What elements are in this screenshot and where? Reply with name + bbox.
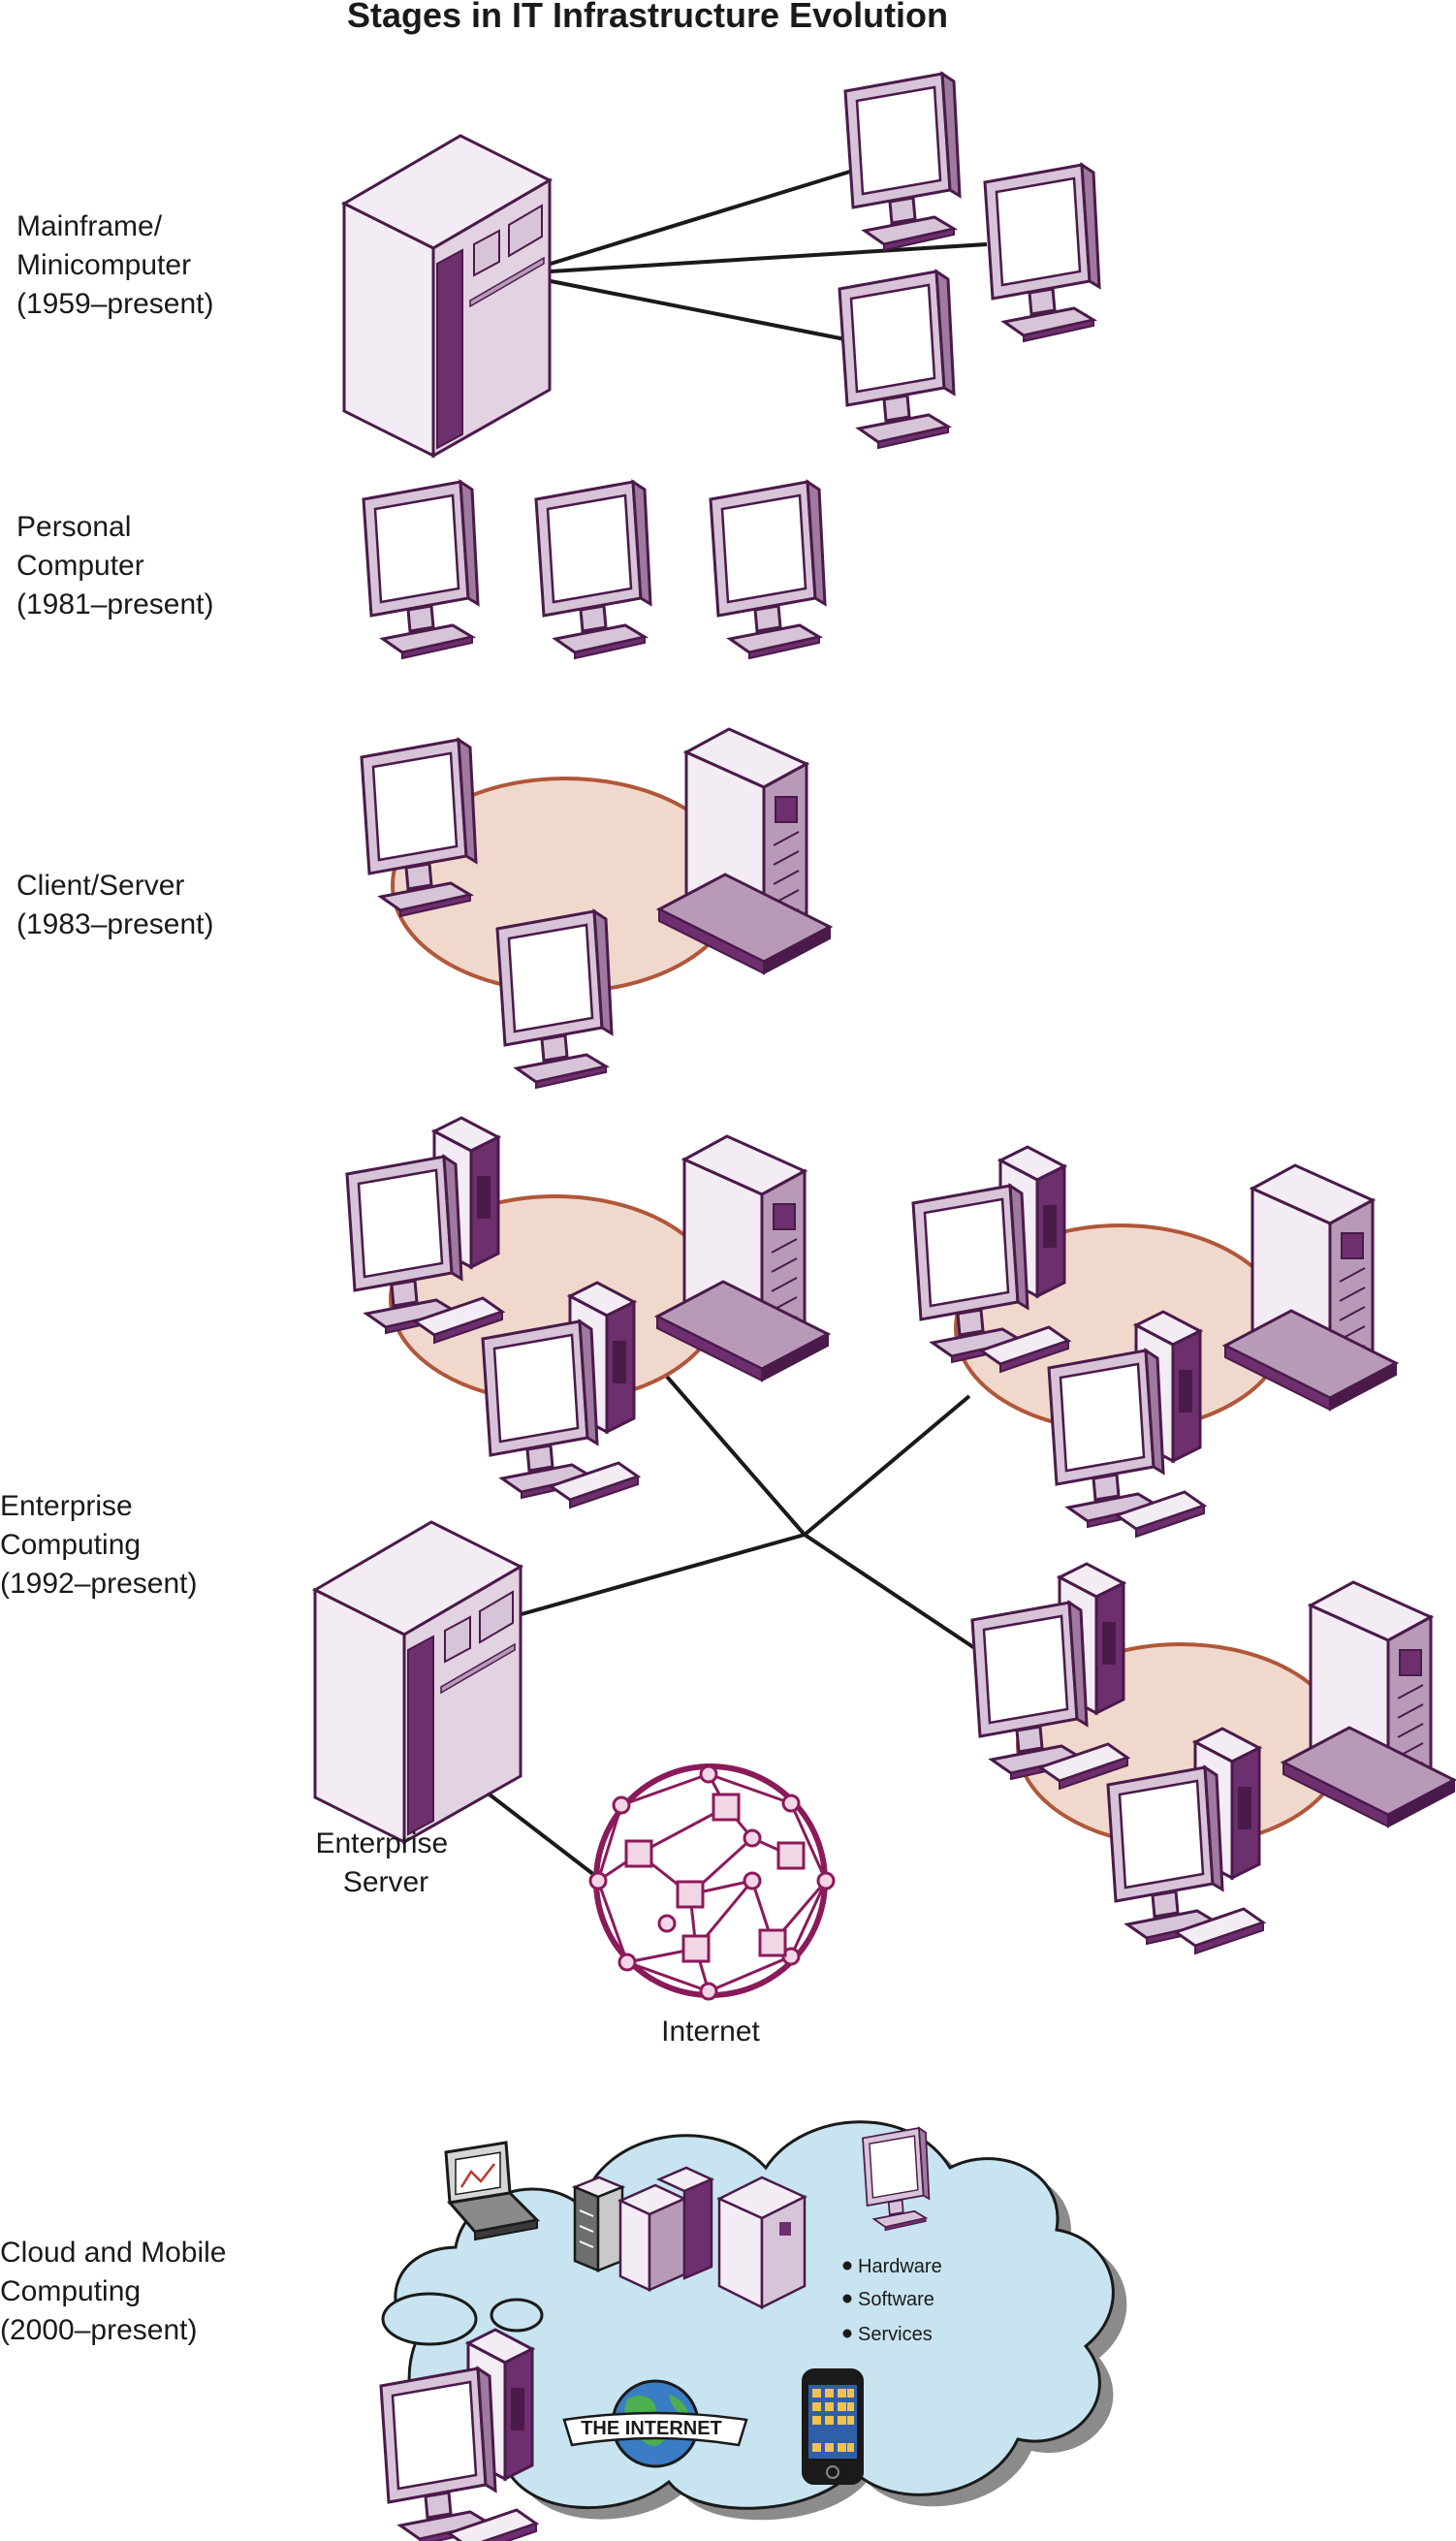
enterprise-server-label-line: Server	[343, 1866, 428, 1898]
client-server-stage	[360, 727, 832, 1090]
backbone-line	[521, 1533, 806, 1616]
stage-label-line: Minicomputer	[16, 249, 191, 281]
personal-computer-stage	[362, 480, 827, 660]
pc-monitor-icon	[709, 480, 827, 660]
lan-cluster	[972, 1564, 1456, 1953]
enterprise-stage: Enterprise Server	[313, 1118, 1456, 2048]
stage-label-line: (1983–present)	[16, 908, 213, 940]
bullet-icon	[842, 2329, 852, 2338]
connection-line	[550, 169, 854, 266]
laptop-icon	[444, 2141, 541, 2241]
internet-label: Internet	[661, 2016, 760, 2048]
mainframe-icon	[342, 134, 552, 458]
smartphone-icon	[802, 2368, 864, 2485]
stage-label-line: Computer	[16, 550, 144, 582]
terminal-monitor-icon	[983, 163, 1101, 343]
cloud-puff	[381, 2292, 478, 2346]
stage-label-line: Client/Server	[16, 870, 184, 902]
enterprise-server-icon	[313, 1520, 522, 1844]
lan-cluster	[347, 1118, 830, 1508]
bullet-icon	[842, 2294, 852, 2303]
server-cluster-icon	[571, 2166, 807, 2310]
stage-label-line: Enterprise	[0, 1490, 133, 1522]
lan-cluster	[913, 1147, 1398, 1537]
internet-network-icon	[588, 1763, 836, 2001]
connection-line	[550, 279, 846, 341]
stage-label-line: Mainframe/	[16, 210, 163, 242]
stage-label-line: Computing	[0, 2275, 141, 2307]
stage-label-line: Cloud and Mobile	[0, 2237, 226, 2269]
mainframe-stage	[342, 72, 1101, 458]
workstation-icon	[972, 1564, 1127, 1789]
stage-label-client-server: Client/Server (1983–present)	[16, 870, 213, 940]
stage-label-personal-computer: Personal Computer (1981–present)	[16, 511, 213, 620]
client-monitor-icon	[495, 909, 614, 1090]
stage-label-cloud-mobile: Cloud and Mobile Computing (2000–present…	[0, 2237, 235, 2346]
backbone-line	[665, 1375, 807, 1537]
workstation-icon	[347, 1118, 502, 1343]
terminal-monitor-icon	[843, 72, 962, 252]
cloud-services-list: Hardware Software Services	[842, 2256, 942, 2345]
backbone-line	[803, 1533, 981, 1653]
internet-globe-icon	[562, 2379, 748, 2468]
cloud-mobile-stage: Hardware Software Services THE INTERNET	[381, 2120, 1127, 2541]
cloud-puff	[490, 2298, 544, 2333]
stage-label-line: Computing	[0, 1529, 141, 1561]
stage-label-line: Personal	[16, 511, 131, 543]
stage-label-enterprise-computing: Enterprise Computing (1992–present)	[0, 1490, 197, 1600]
enterprise-server-label-line: Enterprise	[315, 1827, 448, 1859]
globe-banner-label: THE INTERNET	[581, 2418, 722, 2439]
stage-label-line: (1992–present)	[0, 1568, 197, 1600]
pc-monitor-icon	[362, 480, 480, 660]
workstation-icon	[913, 1147, 1068, 1372]
backbone-line	[803, 1394, 971, 1537]
stage-label-line: (1959–present)	[16, 288, 213, 320]
enterprise-server-label: Enterprise Server	[315, 1827, 456, 1898]
pc-monitor-icon	[534, 480, 652, 660]
bullet-icon	[842, 2261, 852, 2271]
client-monitor-icon	[360, 738, 478, 918]
terminal-monitor-icon	[838, 270, 956, 450]
stage-label-line: (2000–present)	[0, 2314, 197, 2346]
globe-banner	[562, 2411, 748, 2447]
cloud-service-item: Hardware	[858, 2256, 942, 2277]
connection-line	[550, 242, 988, 273]
cloud-service-item: Services	[858, 2324, 933, 2345]
page-title: Stages in IT Infrastructure Evolution	[347, 0, 948, 35]
stage-label-mainframe: Mainframe/ Minicomputer (1959–present)	[16, 210, 213, 320]
cloud-service-item: Software	[858, 2289, 934, 2310]
stage-label-line: (1981–present)	[16, 588, 213, 620]
